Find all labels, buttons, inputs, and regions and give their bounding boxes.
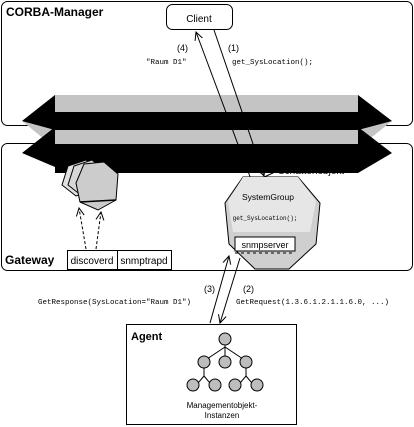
discoverd-label: discoverd bbox=[71, 256, 114, 267]
mib-tree-nodes bbox=[186, 332, 264, 392]
discoverd-link-right bbox=[95, 212, 101, 250]
gateway-title: Gateway bbox=[5, 253, 55, 267]
step-3-label: (3) bbox=[204, 284, 215, 294]
client-label: Client bbox=[186, 14, 212, 25]
corba-manager-title: CORBA-Manager bbox=[6, 5, 104, 19]
step-1-label: (1) bbox=[228, 43, 239, 53]
step-1-text: get_SysLocation(); bbox=[232, 59, 313, 67]
snmptrapd-label: snmptrapd bbox=[120, 256, 167, 267]
systemgroup-title: SystemGroup bbox=[242, 192, 294, 202]
snmptrapd-box bbox=[117, 250, 172, 270]
snmp-response-arrow-3 bbox=[209, 256, 229, 324]
discoverd-objects bbox=[61, 159, 119, 211]
systemgroup-method: get_SysLocation(); bbox=[233, 215, 298, 222]
return-arrow-4 bbox=[196, 32, 253, 183]
call-arrow-1 bbox=[213, 29, 264, 176]
step-4-label: (4) bbox=[177, 43, 188, 53]
snmpserver-box bbox=[234, 236, 296, 252]
step-3-text: GetResponse(SysLocation="Raum D1") bbox=[38, 299, 191, 307]
snmp-request-arrow-2 bbox=[220, 257, 241, 323]
agent-caption-line2: Instanzen bbox=[205, 411, 240, 420]
orb-bus bbox=[22, 95, 392, 173]
step-2-text: GetRequest(1.3.6.1.2.1.1.6.0, ...) bbox=[236, 299, 389, 307]
agent-caption-line1: Managementobjekt- bbox=[187, 401, 258, 410]
step-2-label: (2) bbox=[243, 284, 254, 294]
agent-title: Agent bbox=[131, 331, 163, 343]
step-4-text: "Raum D1" bbox=[146, 59, 187, 67]
shadow-object-label: Schattenobjekt bbox=[278, 166, 344, 177]
discoverd-link-left bbox=[79, 208, 87, 250]
client-box bbox=[166, 4, 233, 30]
agent-box bbox=[126, 324, 297, 425]
snmpserver-label: snmpserver bbox=[241, 240, 288, 250]
